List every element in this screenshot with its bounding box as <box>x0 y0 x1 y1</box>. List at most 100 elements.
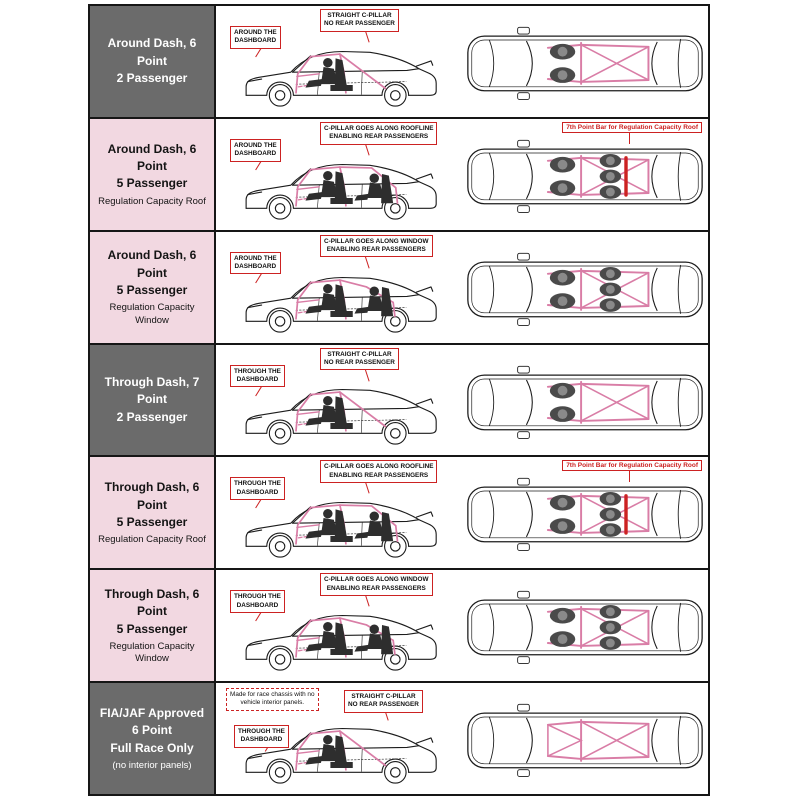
row-title-line: Around Dash, 6 Point <box>107 248 197 280</box>
callout-text: Made for race chassis with no <box>230 691 315 699</box>
row-title-line: 5 Passenger <box>116 514 188 529</box>
front-occupants-top <box>549 382 576 422</box>
callout-text: DASHBOARD <box>234 37 277 45</box>
car-body-top <box>467 26 703 101</box>
callout-text: C-PILLAR GOES ALONG ROOFLINE <box>324 463 434 471</box>
rollcage-comparison-chart: Around Dash, 6 Point 2 Passenger AROUND … <box>88 4 710 796</box>
front-occupants-top <box>549 43 576 83</box>
dashboard-callout: THROUGH THE DASHBOARD <box>230 590 285 613</box>
callout-text: STRAIGHT C-PILLAR <box>327 350 392 358</box>
row-label: FIA/JAF Approved 6 Point Full Race Only … <box>90 683 216 795</box>
callout-text: AROUND THE <box>234 141 277 149</box>
rear-occupants-top <box>599 266 622 312</box>
top-view-car-diagram <box>467 590 703 665</box>
row-title-line: FIA/JAF Approved <box>99 705 205 720</box>
car-body-top <box>467 590 703 665</box>
side-view-cell: AROUND THE DASHBOARD C-PILLAR GOES ALONG… <box>216 232 462 343</box>
top-view-car-diagram <box>467 365 703 439</box>
top-view-cell <box>462 6 708 117</box>
row-title-line: Through Dash, 6 Point <box>104 480 200 512</box>
table-row: Around Dash, 6 Point 5 Passenger Regulat… <box>90 118 708 232</box>
rear-occupant <box>354 624 394 655</box>
dashboard-callout: AROUND THE DASHBOARD <box>230 251 281 275</box>
car-body-top <box>467 478 703 552</box>
row-title-line: 2 Passenger <box>116 71 188 86</box>
side-view-cell: THROUGH THE DASHBOARD C-PILLAR GOES ALON… <box>216 457 462 568</box>
callout-text: C-PILLAR GOES ALONG WINDOW <box>324 576 429 584</box>
row-title-line: Through Dash, 6 Point <box>104 586 200 619</box>
callout-text: DASHBOARD <box>236 601 279 609</box>
callout-text: DASHBOARD <box>236 375 279 383</box>
dashboard-callout: THROUGH THE DASHBOARD <box>230 477 285 501</box>
row-label: Around Dash, 6 Point 5 Passenger Regulat… <box>90 231 216 343</box>
side-view-cell: AROUND THE DASHBOARD STRAIGHT C-PILLAR N… <box>216 6 462 117</box>
row-title-line: Around Dash, 6 Point <box>107 141 197 173</box>
table-row: Through Dash, 6 Point 5 Passenger Regula… <box>90 457 708 571</box>
callout-text: C-PILLAR GOES ALONG WINDOW <box>324 237 429 245</box>
table-row: Around Dash, 6 Point 2 Passenger AROUND … <box>90 6 708 119</box>
callout-text: ENABLING REAR PASSENGERS <box>329 471 429 479</box>
row-subtitle: Regulation Capacity Window <box>109 302 195 326</box>
side-view-cell: AROUND THE DASHBOARD C-PILLAR GOES ALONG… <box>216 119 462 230</box>
row-label: Through Dash, 6 Point 5 Passenger Regula… <box>90 570 216 682</box>
front-occupants-top <box>549 156 576 196</box>
callout-text: ENABLING REAR PASSENGERS <box>326 246 426 254</box>
callout-text: vehicle interior panels. <box>240 699 305 707</box>
race-chassis-note: Made for race chassis with no vehicle in… <box>226 688 319 711</box>
callout-text: NO REAR PASSENGER <box>348 701 419 709</box>
top-view-cell: 7th Point Bar for Regulation Capacity Ro… <box>462 119 708 230</box>
cpillar-callout: C-PILLAR GOES ALONG WINDOW ENABLING REAR… <box>320 573 433 596</box>
table-row: FIA/JAF Approved 6 Point Full Race Only … <box>90 683 708 795</box>
callout-text: AROUND THE <box>234 254 277 262</box>
callout-text: DASHBOARD <box>236 488 279 496</box>
callout-text: DASHBOARD <box>240 736 283 744</box>
rear-occupants-top <box>599 153 622 199</box>
row-label: Around Dash, 6 Point 5 Passenger Regulat… <box>90 118 216 230</box>
callout-text: ENABLING REAR PASSENGERS <box>326 584 426 592</box>
row-subtitle: (no interior panels) <box>112 760 192 771</box>
rear-occupant <box>354 511 394 542</box>
row-title-line: Around Dash, 6 Point <box>107 36 197 68</box>
row-label: Through Dash, 7 Point 2 Passenger <box>90 344 216 456</box>
callout-leader-line <box>628 471 630 483</box>
table-row: Through Dash, 7 Point 2 Passenger THROUG… <box>90 344 708 458</box>
dashboard-callout: THROUGH THE DASHBOARD <box>230 364 285 388</box>
row-subtitle: Regulation Capacity Roof <box>98 195 206 207</box>
callout-text: DASHBOARD <box>234 150 277 158</box>
car-body-top <box>467 252 703 326</box>
rear-occupant <box>354 173 394 203</box>
top-view-cell <box>462 570 708 681</box>
car-body-top <box>467 365 703 439</box>
dashboard-callout: THROUGH THE DASHBOARD <box>234 725 289 748</box>
cpillar-callout: C-PILLAR GOES ALONG ROOFLINE ENABLING RE… <box>320 121 438 145</box>
table-row: Through Dash, 6 Point 5 Passenger Regula… <box>90 570 708 684</box>
car-body-top <box>467 703 703 778</box>
callout-text: ENABLING REAR PASSENGERS <box>329 133 429 141</box>
callout-text: THROUGH THE <box>234 367 281 375</box>
seventh-point-callout: 7th Point Bar for Regulation Capacity Ro… <box>562 460 702 472</box>
dashboard-callout: AROUND THE DASHBOARD <box>230 26 281 49</box>
row-title-line: 5 Passenger <box>116 176 188 191</box>
callout-text: STRAIGHT C-PILLAR <box>327 12 392 19</box>
top-view-cell <box>462 683 708 794</box>
side-view-cell: THROUGH THE DASHBOARD C-PILLAR GOES ALON… <box>216 570 462 681</box>
callout-text: AROUND THE <box>234 29 277 36</box>
cpillar-callout: STRAIGHT C-PILLAR NO REAR PASSENGER <box>320 9 399 32</box>
callout-text: NO REAR PASSENGER <box>324 20 395 28</box>
callout-text: DASHBOARD <box>234 263 277 271</box>
top-view-car-diagram <box>467 252 703 326</box>
top-view-cell: 7th Point Bar for Regulation Capacity Ro… <box>462 457 708 568</box>
callout-text: THROUGH THE <box>234 480 281 488</box>
top-view-cell <box>462 232 708 343</box>
callout-text: C-PILLAR GOES ALONG ROOFLINE <box>324 124 434 132</box>
row-subtitle: Regulation Capacity Window <box>109 640 195 665</box>
callout-text: THROUGH THE <box>238 728 285 736</box>
roll-cage-top-fia <box>548 720 649 761</box>
callout-leader-line <box>628 132 630 144</box>
row-title-line: Through Dash, 7 Point <box>104 374 200 407</box>
side-view-cell: THROUGH THE DASHBOARD STRAIGHT C-PILLAR … <box>216 345 462 456</box>
top-view-car-diagram <box>467 478 703 552</box>
front-occupants-top <box>549 608 576 648</box>
row-title-line: 6 Point <box>131 723 172 738</box>
seventh-point-callout: 7th Point Bar for Regulation Capacity Ro… <box>562 121 702 133</box>
